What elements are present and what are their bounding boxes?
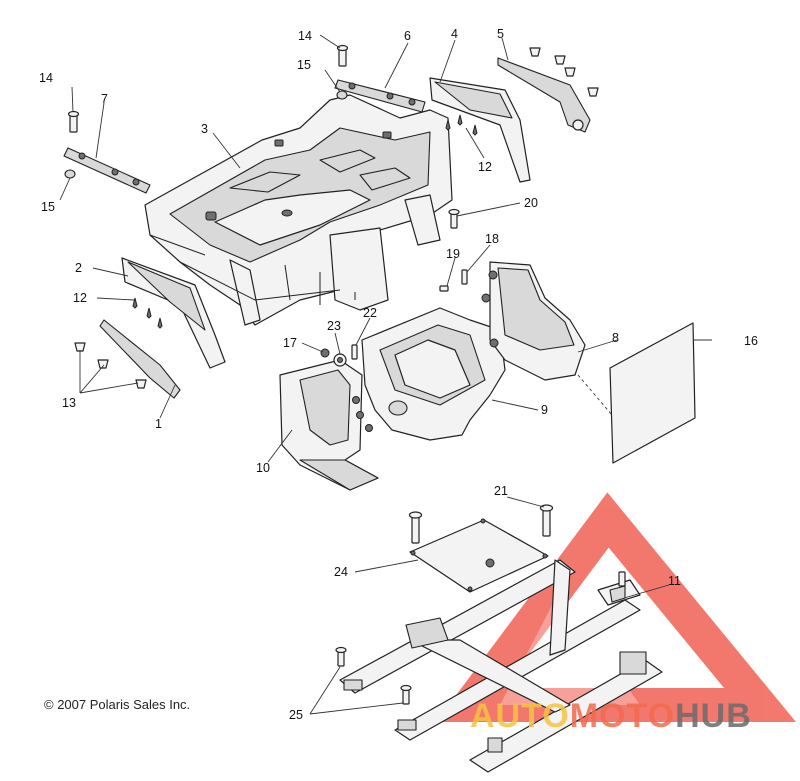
callout-2: 2 — [75, 261, 82, 275]
part-22-bolt — [351, 344, 358, 360]
frame-screw — [618, 571, 626, 587]
callout-12-left: 12 — [73, 291, 87, 305]
callout-23: 23 — [327, 319, 341, 333]
callout-24: 24 — [334, 565, 348, 579]
copyright-text: © 2007 Polaris Sales Inc. — [44, 697, 191, 712]
callout-15-top: 15 — [297, 58, 311, 72]
callout-12-right: 12 — [478, 160, 492, 174]
part-21-bolts — [408, 504, 554, 544]
callout-14-left: 14 — [39, 71, 53, 85]
watermark-auto: AUTO — [470, 697, 570, 735]
callout-6: 6 — [404, 29, 411, 43]
callout-4: 4 — [451, 27, 458, 41]
part-15-cap-top — [336, 90, 348, 100]
callout-13: 13 — [62, 396, 76, 410]
part-10-storage-box — [279, 359, 379, 491]
part-25-bolts — [335, 646, 412, 705]
callout-19: 19 — [446, 247, 460, 261]
callout-9: 9 — [541, 403, 548, 417]
callout-11: 11 — [668, 574, 681, 588]
part-5-trim — [497, 47, 599, 133]
callout-10: 10 — [256, 461, 270, 475]
watermark-moto: MOTO — [569, 697, 676, 735]
part-23-bushing — [333, 353, 347, 367]
watermark-text: AUTOMOTOHUB — [470, 697, 752, 736]
part-14-screw-top — [336, 44, 349, 67]
leader-lines — [59, 34, 712, 715]
part-16-sheet — [609, 322, 696, 464]
callout-21: 21 — [494, 484, 508, 498]
callout-3: 3 — [201, 122, 208, 136]
part-13-push-rivets — [74, 342, 147, 389]
part-8-storage-box — [481, 261, 586, 381]
callout-8: 8 — [612, 331, 619, 345]
watermark-hub: HUB — [675, 697, 752, 735]
callout-5: 5 — [497, 27, 504, 41]
part-4-side-panel — [429, 77, 531, 183]
callout-7: 7 — [101, 92, 108, 106]
part-2-side-panel — [121, 257, 226, 369]
part-17-clip — [320, 348, 330, 358]
part-18-bolt — [461, 269, 468, 285]
callout-25: 25 — [289, 708, 303, 722]
callout-18: 18 — [485, 232, 499, 246]
callout-20: 20 — [524, 196, 538, 210]
callout-16: 16 — [744, 334, 758, 348]
part-12-screws-left — [132, 297, 163, 329]
part-24-plate — [409, 518, 549, 593]
callout-15-left: 15 — [41, 200, 55, 214]
part-14-screw-left — [67, 110, 80, 133]
callout-17: 17 — [283, 336, 297, 350]
callout-14-top: 14 — [298, 29, 312, 43]
part-9-center-panel — [361, 307, 506, 441]
part-20-bolt — [448, 208, 460, 229]
callout-labels: 1 2 3 4 5 6 7 8 9 10 11 12 12 13 14 14 1… — [39, 27, 758, 722]
callout-1: 1 — [155, 417, 162, 431]
part-19-bolt — [439, 285, 449, 292]
callout-22: 22 — [363, 306, 377, 320]
part-6-rail — [334, 79, 426, 113]
part-3-cargo-box — [144, 94, 453, 326]
part-7-rail — [63, 147, 151, 194]
part-1-trim — [99, 319, 181, 399]
part-15-cap-left — [64, 169, 76, 179]
part-11-frame — [339, 559, 663, 773]
